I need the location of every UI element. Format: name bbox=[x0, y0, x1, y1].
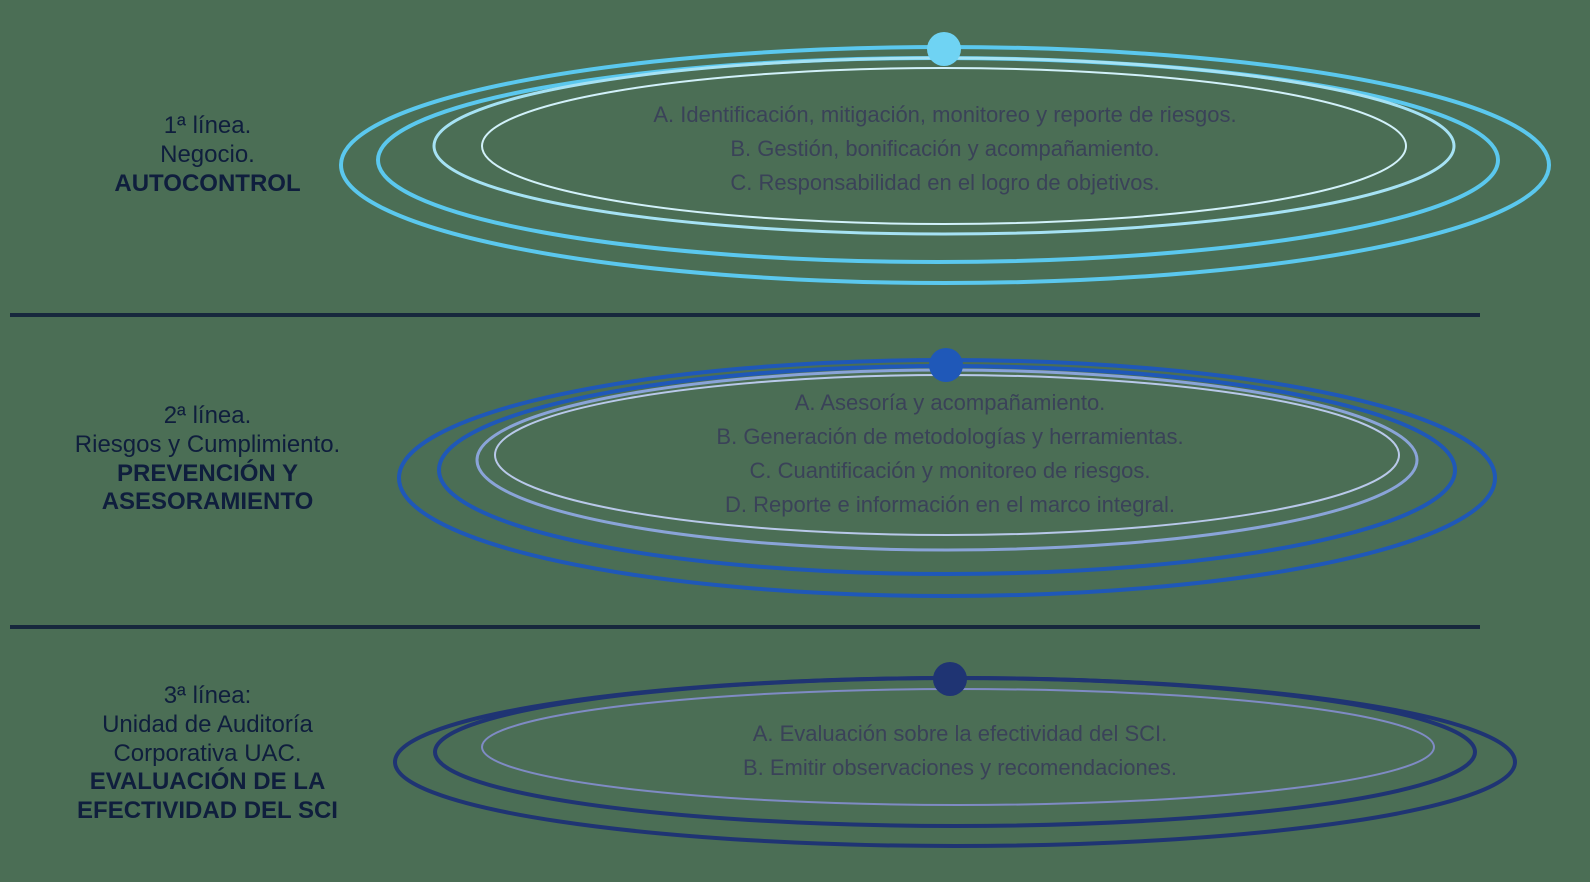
line-2-item: C. Cuantificación y monitoreo de riesgos… bbox=[749, 458, 1151, 483]
divider-1 bbox=[10, 313, 1480, 317]
line-1-item: A. Identificación, mitigación, monitoreo… bbox=[653, 102, 1237, 127]
line-3-title: 3ª línea: bbox=[163, 682, 252, 709]
line-1-title: 1ª línea. bbox=[163, 112, 252, 139]
line-1-item: C. Responsabilidad en el logro de objeti… bbox=[730, 170, 1160, 195]
line-2: 2ª línea. Riesgos y Cumplimiento. PREVEN… bbox=[20, 348, 1497, 598]
line-1: 1ª línea. Negocio. AUTOCONTROL A. Identi… bbox=[0, 0, 1590, 310]
line-2-item: D. Reporte e información en el marco int… bbox=[725, 492, 1175, 517]
line-1-node bbox=[927, 32, 961, 66]
line-1-label: 1ª línea. Negocio. AUTOCONTROL bbox=[20, 112, 395, 198]
line-3-item: A. Evaluación sobre la efectividad del S… bbox=[752, 721, 1168, 746]
line-3-label: 3ª línea: Unidad de Auditoría Corporativ… bbox=[20, 682, 395, 826]
line-3-subtitle: Unidad de Auditoría Corporativa UAC. bbox=[102, 710, 313, 767]
line-2-item: B. Generación de metodologías y herramie… bbox=[716, 424, 1184, 449]
line-1-ring-inner bbox=[481, 67, 1407, 225]
line-2-node bbox=[929, 348, 963, 382]
line-1-strong: AUTOCONTROL bbox=[114, 169, 301, 197]
line-2-rings bbox=[397, 348, 1497, 598]
line-2-strong: PREVENCIÓN Y ASESORAMIENTO bbox=[101, 459, 314, 516]
line-1-subtitle: Negocio. bbox=[160, 140, 255, 168]
divider-2 bbox=[10, 625, 1480, 629]
line-1-items: A. Identificación, mitigación, monitoreo… bbox=[600, 98, 1290, 200]
line-1-item: B. Gestión, bonificación y acompañamient… bbox=[730, 136, 1160, 161]
line-2-subtitle: Riesgos y Cumplimiento. bbox=[74, 430, 341, 458]
line-3-items: A. Evaluación sobre la efectividad del S… bbox=[660, 717, 1260, 785]
line-2-title: 2ª línea. bbox=[163, 402, 252, 429]
line-3-strong: EVALUACIÓN DE LA EFECTIVIDAD DEL SCI bbox=[77, 768, 338, 825]
line-2-items: A. Asesoría y acompañamiento. B. Generac… bbox=[640, 386, 1260, 522]
line-3-item: B. Emitir observaciones y recomendacione… bbox=[742, 755, 1178, 780]
line-2-item: A. Asesoría y acompañamiento. bbox=[794, 390, 1106, 415]
line-3-node bbox=[933, 662, 967, 696]
line-1-rings bbox=[339, 32, 1551, 285]
line-2-label: 2ª línea. Riesgos y Cumplimiento. PREVEN… bbox=[20, 402, 395, 517]
